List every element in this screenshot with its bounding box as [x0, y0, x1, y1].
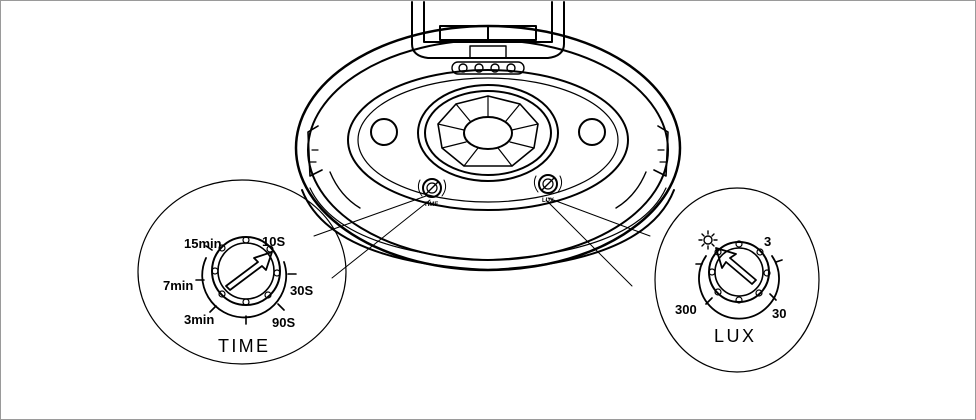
time-mark-10s: 10S [262, 234, 285, 249]
time-dial-title: TIME [218, 336, 268, 356]
top-clip [411, 1, 565, 75]
time-mark-7min: 7min [163, 278, 193, 293]
time-dial-detail [137, 179, 347, 365]
sensor-time-knob [417, 178, 447, 198]
leader-lines [313, 195, 651, 287]
lux-mark-3: 3 [764, 234, 771, 249]
sensor-lux-label: LUX [542, 198, 554, 204]
lux-dial-title: LUX [714, 326, 754, 346]
lux-dial-detail [654, 187, 820, 373]
pir-lens [417, 84, 559, 182]
mounting-holes [370, 118, 606, 146]
sensor-lux-knob [533, 174, 563, 194]
lux-mark-30: 30 [772, 306, 786, 321]
lux-mark-300: 300 [675, 302, 697, 317]
sun-icon [698, 230, 718, 250]
time-mark-3min: 3min [184, 312, 214, 327]
time-mark-90s: 90S [272, 315, 295, 330]
sensor-time-label: TIME [424, 202, 438, 208]
time-mark-30s: 30S [290, 283, 313, 298]
time-mark-15min: 15min [184, 236, 222, 251]
